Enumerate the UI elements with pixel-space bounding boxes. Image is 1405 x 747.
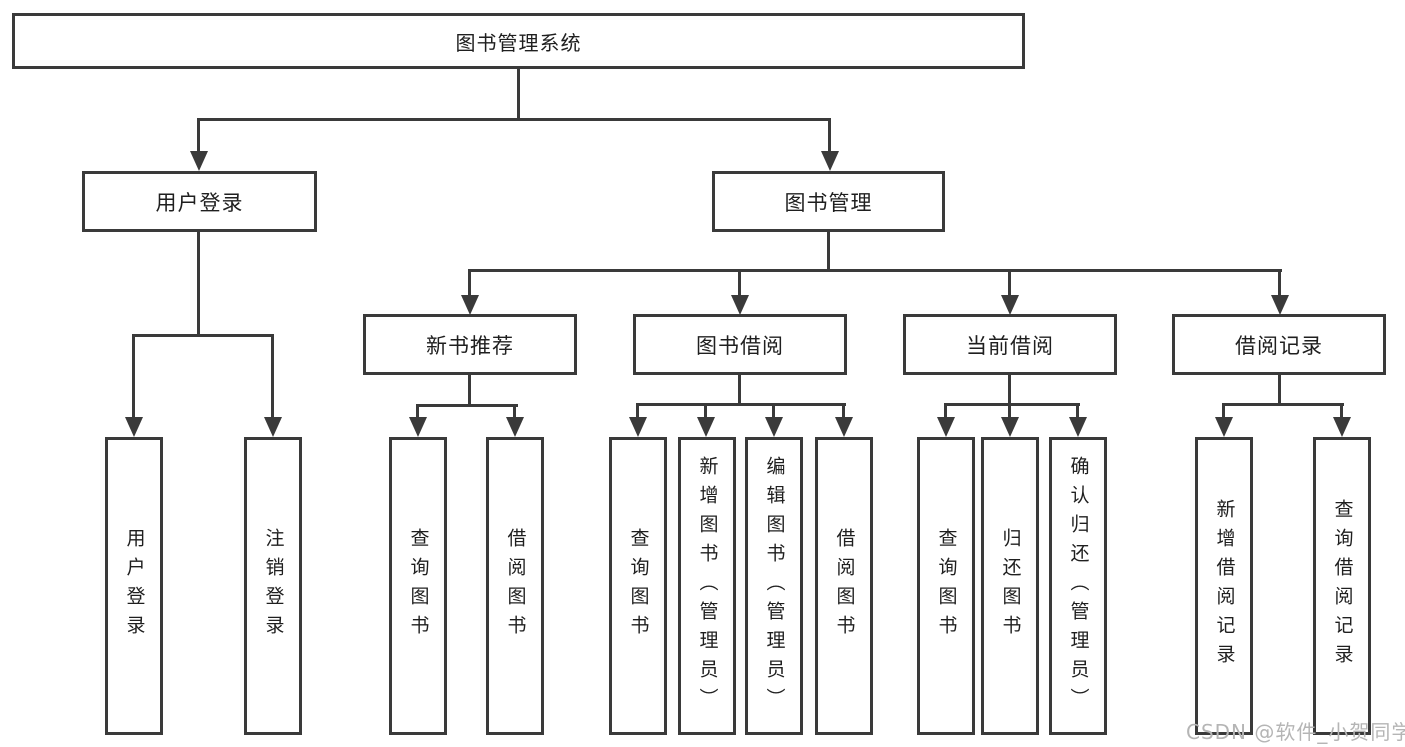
arrow-down-icon: [697, 417, 715, 437]
arrow-down-icon: [1333, 417, 1351, 437]
arrow-down-icon: [835, 417, 853, 437]
node-leaf-return-books: 归还图书: [981, 437, 1039, 735]
node-current-borrowing: 当前借阅: [903, 314, 1117, 375]
arrow-down-icon: [821, 151, 839, 171]
node-leaf-edit-books-admin: 编辑图书（管理员）: [745, 437, 803, 735]
connector-line: [197, 118, 200, 153]
arrow-down-icon: [1215, 417, 1233, 437]
node-label: 新增借阅记录: [1213, 499, 1236, 673]
connector-line: [197, 118, 831, 121]
node-label: 编辑图书（管理员）: [763, 455, 786, 717]
node-leaf-query-books-current: 查询图书: [917, 437, 975, 735]
connector-line: [738, 375, 741, 406]
node-leaf-query-borrow-record: 查询借阅记录: [1313, 437, 1371, 735]
connector-line: [944, 403, 947, 419]
connector-line: [416, 404, 518, 407]
node-label: 新书推荐: [426, 333, 514, 358]
arrow-down-icon: [629, 417, 647, 437]
node-leaf-add-books-admin: 新增图书（管理员）: [678, 437, 736, 735]
arrow-down-icon: [461, 295, 479, 315]
node-label: 当前借阅: [966, 333, 1054, 358]
node-leaf-query-books-borrow: 查询图书: [609, 437, 667, 735]
connector-line: [468, 269, 471, 297]
node-root-library-system: 图书管理系统: [12, 13, 1025, 69]
connector-line: [842, 403, 845, 419]
node-label: 查询图书: [935, 528, 958, 644]
connector-line: [827, 232, 830, 272]
node-book-management: 图书管理: [712, 171, 945, 232]
node-label: 注销登录: [262, 528, 285, 644]
node-label: 查询图书: [407, 528, 430, 644]
connector-line: [1008, 375, 1011, 406]
arrow-down-icon: [264, 417, 282, 437]
connector-line: [468, 375, 471, 407]
node-leaf-borrow-books: 借阅图书: [815, 437, 873, 735]
node-label: 归还图书: [999, 528, 1022, 644]
connector-line: [1340, 403, 1343, 419]
connector-line: [468, 269, 1282, 272]
node-label: 查询图书: [627, 528, 650, 644]
arrow-down-icon: [1001, 295, 1019, 315]
node-new-book-recommend: 新书推荐: [363, 314, 577, 375]
node-user-login: 用户登录: [82, 171, 317, 232]
connector-line: [517, 68, 520, 119]
connector-line: [1008, 269, 1011, 297]
connector-line: [828, 118, 831, 153]
node-label: 借阅图书: [504, 528, 527, 644]
node-leaf-confirm-return-admin: 确认归还（管理员）: [1049, 437, 1107, 735]
arrow-down-icon: [937, 417, 955, 437]
csdn-watermark: CSDN @软件_小贺同学: [1186, 720, 1405, 744]
node-label: 用户登录: [123, 528, 146, 644]
arrow-down-icon: [409, 417, 427, 437]
connector-line: [132, 334, 135, 419]
arrow-down-icon: [506, 417, 524, 437]
arrow-down-icon: [765, 417, 783, 437]
connector-line: [704, 403, 707, 419]
connector-line: [271, 334, 274, 419]
node-leaf-logout: 注销登录: [244, 437, 302, 735]
node-borrowing-records: 借阅记录: [1172, 314, 1386, 375]
connector-line: [416, 404, 419, 419]
connector-line: [1008, 403, 1011, 419]
connector-line: [132, 334, 274, 337]
node-leaf-borrow-books-rec: 借阅图书: [486, 437, 544, 735]
connector-line: [636, 403, 846, 406]
node-leaf-query-books-rec: 查询图书: [389, 437, 447, 735]
node-label: 图书借阅: [696, 333, 784, 358]
node-label: 查询借阅记录: [1331, 499, 1354, 673]
connector-line: [944, 403, 1080, 406]
connector-line: [1278, 375, 1281, 406]
connector-line: [197, 232, 200, 337]
node-leaf-add-borrow-record: 新增借阅记录: [1195, 437, 1253, 735]
connector-line: [1076, 403, 1079, 419]
node-label: 用户登录: [155, 190, 244, 215]
connector-line: [636, 403, 639, 419]
node-book-borrowing: 图书借阅: [633, 314, 847, 375]
connector-line: [513, 404, 516, 419]
arrow-down-icon: [1001, 417, 1019, 437]
connector-line: [772, 403, 775, 419]
connector-line: [1278, 269, 1281, 297]
arrow-down-icon: [125, 417, 143, 437]
connector-line: [1222, 403, 1225, 419]
arrow-down-icon: [1069, 417, 1087, 437]
arrow-down-icon: [190, 151, 208, 171]
arrow-down-icon: [1271, 295, 1289, 315]
node-leaf-user-login: 用户登录: [105, 437, 163, 735]
node-label: 图书管理: [784, 190, 873, 215]
node-label: 借阅记录: [1235, 333, 1323, 358]
connector-line: [738, 269, 741, 297]
node-label: 确认归还（管理员）: [1067, 455, 1090, 717]
arrow-down-icon: [731, 295, 749, 315]
node-label: 借阅图书: [833, 528, 856, 644]
node-label: 图书管理系统: [455, 30, 582, 55]
node-label: 新增图书（管理员）: [696, 455, 719, 717]
connector-line: [1222, 403, 1344, 406]
